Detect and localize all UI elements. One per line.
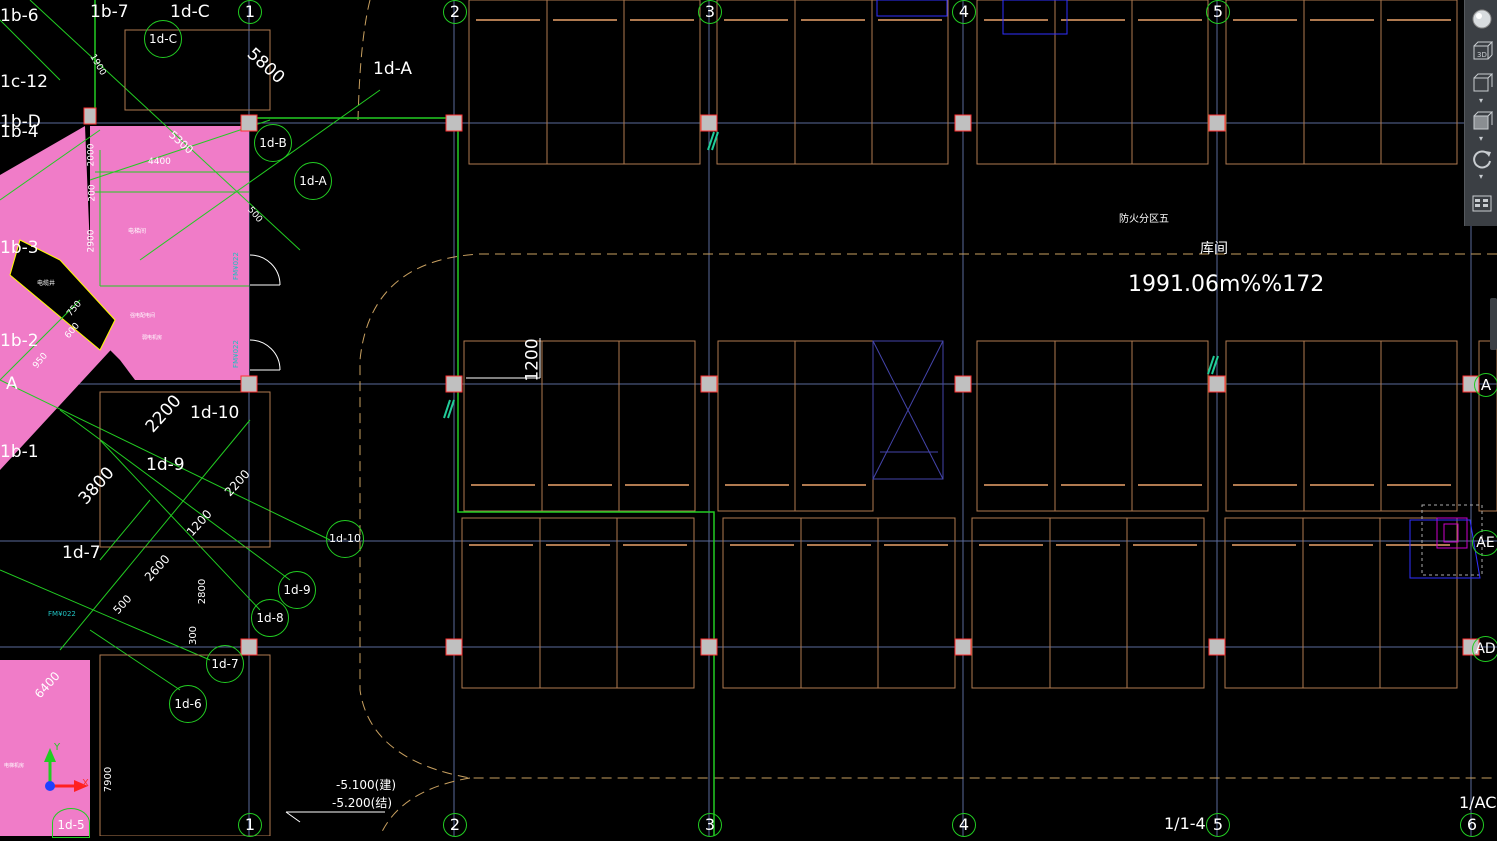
chevron-down-icon[interactable]: ▾ (1479, 134, 1484, 143)
steering-wheel-icon[interactable] (1469, 6, 1494, 31)
ucs-icon (44, 748, 88, 792)
orbit-icon[interactable] (1469, 146, 1494, 171)
green-lines (94, 0, 715, 836)
view-cube-front-icon[interactable] (1469, 70, 1494, 95)
sprinkler-marks (443, 131, 1219, 419)
navigation-bar: 3D ▾ ▾ ▾ (1464, 0, 1497, 226)
view-cube-iso-icon[interactable] (1469, 108, 1494, 133)
pink-room-lines (0, 129, 249, 381)
dimension-lines (285, 338, 541, 823)
equipment-symbols (876, 0, 1483, 579)
side-scroll-handle[interactable] (1490, 298, 1497, 350)
left-room-outlines (99, 29, 271, 836)
chevron-down-icon[interactable]: ▾ (1479, 96, 1484, 105)
parking-stalls (461, 0, 1497, 689)
pink-rooms (0, 126, 249, 836)
3d-view-label: 3D (1477, 51, 1487, 59)
3d-view-icon[interactable]: 3D (1469, 38, 1494, 63)
driveway-outline (357, 0, 1497, 836)
structural-columns (83, 107, 1480, 656)
chevron-down-icon[interactable]: ▾ (1479, 172, 1484, 181)
wheel-stops (469, 19, 1451, 546)
doors (249, 254, 281, 371)
diagonal-axes (0, 0, 381, 691)
showmotion-icon[interactable] (1469, 190, 1494, 215)
shaft-cross (872, 340, 944, 480)
